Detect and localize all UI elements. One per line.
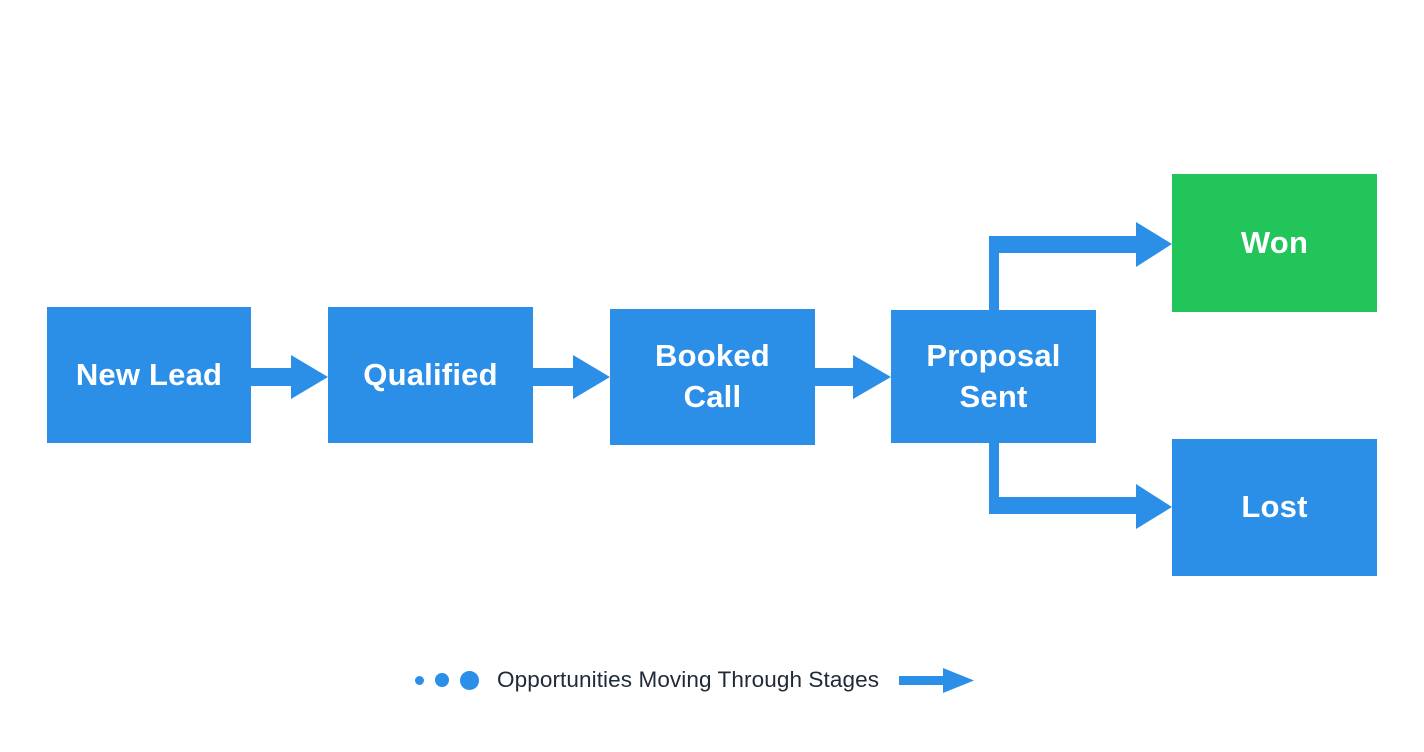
right-arrow-icon xyxy=(899,668,975,693)
edge-new-lead-to-qualified xyxy=(251,355,328,399)
legend-dot-group xyxy=(415,670,479,690)
node-qualified[interactable]: Qualified xyxy=(328,307,533,443)
node-new-lead[interactable]: New Lead xyxy=(47,307,251,443)
edge-booked-call-to-proposal-sent xyxy=(815,355,891,399)
edge-proposal-sent-to-lost xyxy=(989,430,1172,529)
large-dot-icon xyxy=(460,670,479,690)
node-won[interactable]: Won xyxy=(1172,174,1377,312)
medium-dot-icon xyxy=(435,673,449,687)
node-lost[interactable]: Lost xyxy=(1172,439,1377,576)
edge-qualified-to-booked-call xyxy=(533,355,610,399)
small-dot-icon xyxy=(415,675,424,685)
legend: Opportunities Moving Through Stages xyxy=(415,660,975,700)
node-booked-call[interactable]: Booked Call xyxy=(610,309,815,445)
legend-label: Opportunities Moving Through Stages xyxy=(497,667,880,692)
node-proposal-sent[interactable]: Proposal Sent xyxy=(891,310,1096,443)
